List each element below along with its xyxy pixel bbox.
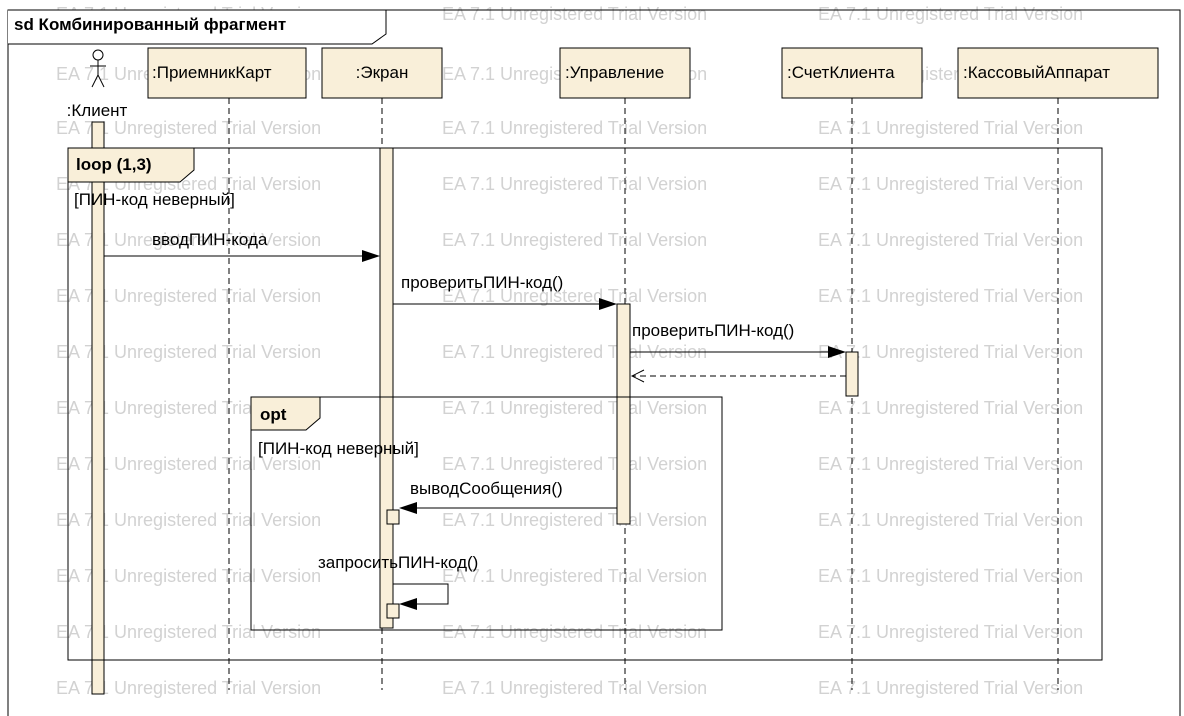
watermark-text: EA 7.1 Unregistered Trial Version: [56, 342, 321, 362]
watermark-text: EA 7.1 Unregistered Trial Version: [442, 286, 707, 306]
watermark-text: EA 7.1 Unregistered Trial Version: [442, 230, 707, 250]
opt-fragment[interactable]: opt [ПИН-код неверный]: [250, 396, 723, 631]
arrowhead-icon: [399, 502, 417, 514]
watermark-text: EA 7.1 Unregistered Trial Version: [442, 174, 707, 194]
activation-control: [616, 303, 631, 525]
actor-label: :Клиент: [67, 101, 128, 120]
activation-screen-nested-1: [386, 509, 400, 525]
lifeline-head-account[interactable]: :СчетКлиента: [781, 47, 923, 99]
watermark-text: EA 7.1 Unregistered Trial Version: [818, 566, 1083, 586]
watermark-text: EA 7.1 Unregistered Trial Version: [56, 678, 321, 698]
watermark-text: EA 7.1 Unregistered Trial Version: [818, 230, 1083, 250]
watermark-text: EA 7.1 Unregistered Trial Version: [818, 622, 1083, 642]
watermark-text: EA 7.1 Unregistered Trial Version: [442, 454, 707, 474]
lifeline-label-screen: :Экран: [356, 63, 409, 82]
message-label: проверитьПИН-код(): [401, 273, 563, 292]
arrowhead-icon: [828, 346, 846, 358]
watermark-text: EA 7.1 Unregistered Trial Version: [818, 286, 1083, 306]
watermark-text: EA 7.1 Unregistered Trial Version: [56, 230, 321, 250]
watermark-text: EA 7.1 Unregistered Trial Version: [56, 622, 321, 642]
message-enter-pin[interactable]: вводПИН-кода: [104, 230, 380, 262]
lifeline-head-cashier[interactable]: :КассовыйАппарат: [957, 47, 1159, 99]
lifeline-label-control: :Управление: [565, 63, 664, 82]
watermark-text: EA 7.1 Unregistered Trial Version: [56, 286, 321, 306]
activation-account: [845, 351, 859, 397]
diagram-title: sd Комбинированный фрагмент: [14, 15, 286, 34]
message-label: выводСообщения(): [410, 479, 563, 498]
watermark-text: EA 7.1 Unregistered Trial Version: [442, 566, 707, 586]
lifeline-head-control[interactable]: :Управление: [559, 47, 691, 99]
opt-tab: [250, 396, 321, 431]
activation-screen-nested-2: [386, 603, 400, 619]
message-request-pin[interactable]: запроситьПИН-код(): [318, 553, 478, 610]
arrowhead-icon: [399, 598, 417, 610]
lifeline-head-cards[interactable]: :ПриемникКарт: [147, 47, 307, 99]
watermark-text: EA 7.1 Unregistered Trial Version: [818, 398, 1083, 418]
watermark-text: EA 7.1 Unregistered Trial Version: [56, 118, 321, 138]
watermark-text: EA 7.1 Unregistered Trial Version: [818, 510, 1083, 530]
loop-fragment[interactable]: loop (1,3) [ПИН-код неверный]: [67, 147, 1103, 661]
watermark-text: EA 7.1 Unregistered Trial Version: [818, 4, 1083, 24]
watermark-text: EA 7.1 Unregistered Trial Version: [56, 454, 321, 474]
lifeline-label-cashier: :КассовыйАппарат: [963, 63, 1110, 82]
message-check-pin-control[interactable]: проверитьПИН-код(): [393, 273, 617, 310]
watermark-text: EA 7.1 Unregistered Trial Version: [442, 622, 707, 642]
watermark-text: EA 7.1 Unregistered Trial Version: [442, 398, 707, 418]
lifeline-label-cards: :ПриемникКарт: [152, 63, 272, 82]
actor-client[interactable]: :Клиент: [67, 49, 128, 120]
loop-operator: loop (1,3): [76, 155, 152, 174]
watermark-text: EA 7.1 Unregistered Trial Version: [442, 678, 707, 698]
watermark-text: EA 7.1 Unregistered Trial Version: [818, 174, 1083, 194]
watermark-text: EA 7.1 Unregistered Trial Version: [56, 566, 321, 586]
diagram-title-tab: [8, 9, 387, 45]
diagram-frame: [7, 9, 1181, 716]
arrowhead-icon: [362, 250, 380, 262]
watermark-layer: EA 7.1 Unregistered Trial Version EA 7.1 …: [56, 4, 1083, 698]
message-label: проверитьПИН-код(): [632, 321, 794, 340]
opt-operator: opt: [260, 405, 287, 424]
stick-figure-icon: [90, 49, 106, 88]
watermark-text: EA 7.1 Unregistered Trial Version: [56, 510, 321, 530]
opt-frame: [250, 396, 723, 631]
watermark-text: EA 7.1 Unregistered Trial Version: [442, 342, 707, 362]
open-arrowhead-icon: [630, 369, 645, 383]
message-label: запроситьПИН-код(): [318, 553, 478, 572]
lifeline-label-account: :СчетКлиента: [787, 63, 895, 82]
watermark-text: EA 7.1 Unregistered Trial Version: [818, 342, 1083, 362]
message-check-pin-account[interactable]: проверитьПИН-код(): [630, 321, 846, 358]
watermark-text: EA 7.1 Unregistered Trial Version: [442, 510, 707, 530]
loop-tab: [67, 147, 195, 183]
loop-frame: [67, 147, 1103, 661]
message-return[interactable]: [630, 369, 846, 383]
watermark-text: EA 7.1 Unregistered Trial Version: [818, 118, 1083, 138]
arrowhead-icon: [599, 298, 617, 310]
message-show-message[interactable]: выводСообщения(): [399, 479, 617, 514]
lifeline-head-screen[interactable]: :Экран: [321, 47, 443, 99]
message-label: вводПИН-кода: [152, 230, 268, 249]
watermark-text: EA 7.1 Unregistered Trial Version: [442, 118, 707, 138]
activation-client: [91, 121, 105, 695]
watermark-text: EA 7.1 Unregistered Trial Version: [818, 454, 1083, 474]
loop-guard: [ПИН-код неверный]: [74, 190, 235, 209]
opt-guard: [ПИН-код неверный]: [258, 439, 419, 458]
watermark-text: EA 7.1 Unregistered Trial Version: [818, 678, 1083, 698]
watermark-text: EA 7.1 Unregistered Trial Version: [442, 4, 707, 24]
